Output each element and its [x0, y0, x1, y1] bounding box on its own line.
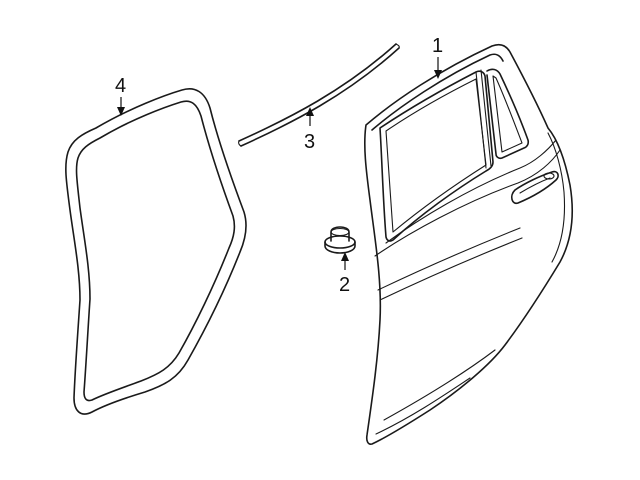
belt-weatherstrip: [238, 43, 400, 147]
grommet-plug: [324, 226, 356, 254]
door-weatherstrip: [65, 88, 247, 415]
callout-4: 4: [115, 75, 126, 116]
callout-2: 2: [339, 252, 350, 296]
door-shell: [364, 43, 574, 445]
callout-2-label: 2: [339, 274, 350, 296]
callout-1-label: 1: [432, 35, 443, 57]
callout-4-label: 4: [115, 75, 126, 97]
callout-3: 3: [304, 107, 315, 153]
callout-1: 1: [432, 35, 443, 79]
callout-3-label: 3: [304, 131, 315, 153]
